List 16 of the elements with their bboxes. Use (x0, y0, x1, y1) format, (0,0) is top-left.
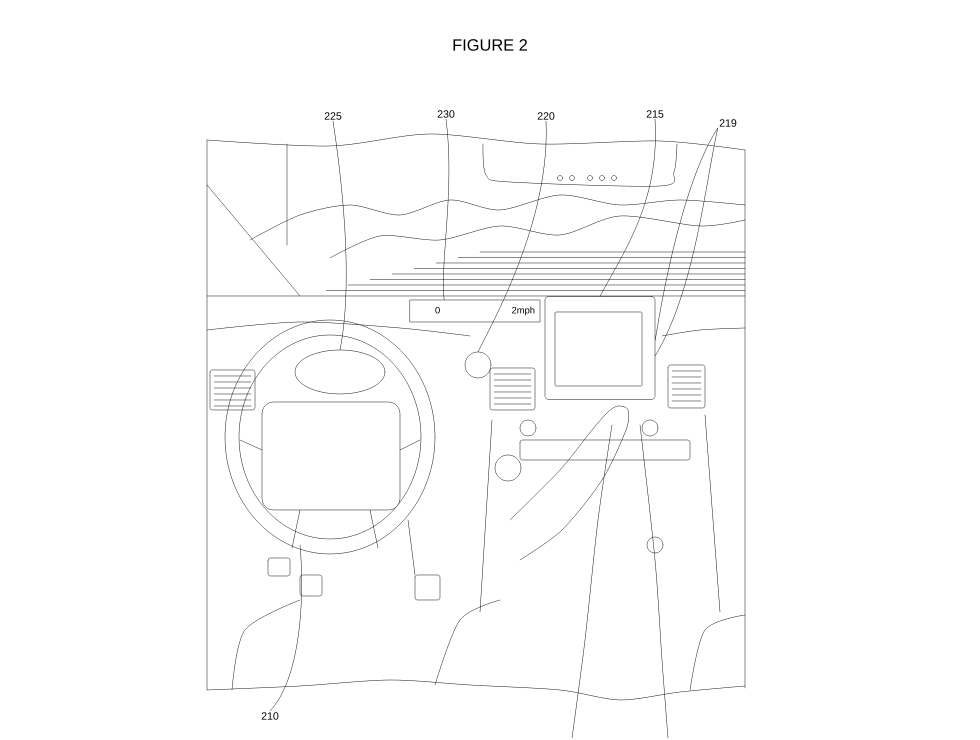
callout-number: 210 (262, 712, 278, 720)
leader-line (600, 118, 656, 296)
callout-number: 215 (646, 110, 664, 118)
callout-number: 220 (538, 112, 554, 120)
leader-line (478, 120, 546, 352)
figure-title: FIGURE 2 (454, 39, 527, 51)
callout-number: 230 (438, 110, 454, 118)
leader-line (332, 120, 346, 350)
callout-number: 225 (324, 112, 342, 120)
steering-wheel-hub (294, 350, 386, 394)
callout-number: 219 (720, 119, 736, 127)
leader-line (270, 544, 302, 712)
speed-display: 0 2mph (410, 300, 540, 322)
display-screen (544, 296, 656, 400)
leader-line (443, 118, 450, 300)
control-knob (464, 352, 492, 378)
